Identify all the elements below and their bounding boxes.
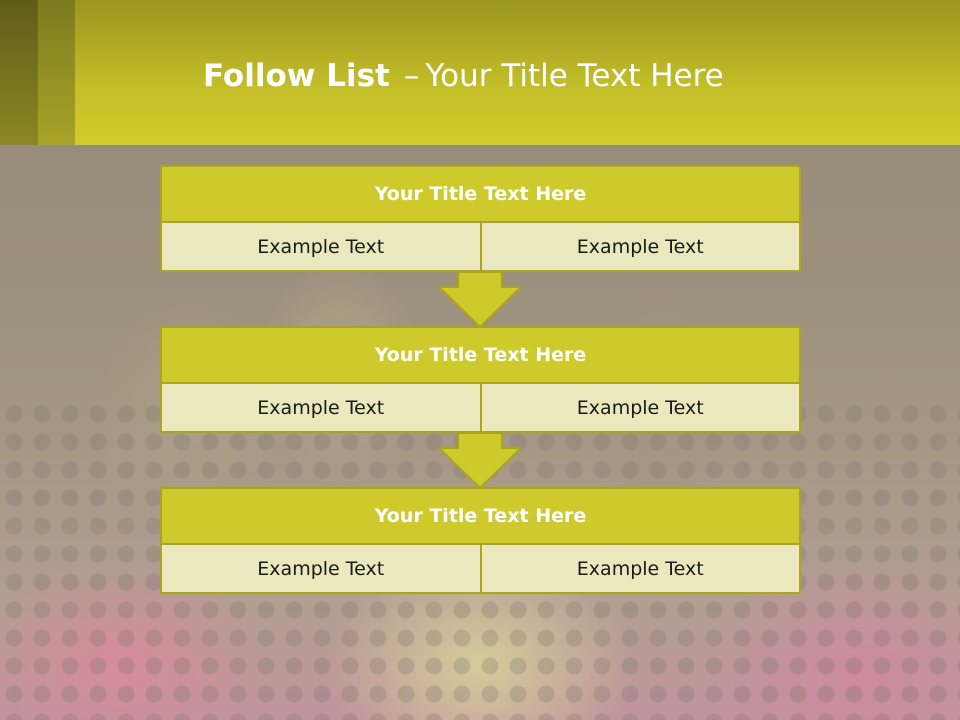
flow-step-title: Your Title Text Here (160, 326, 801, 384)
down-arrow-icon (438, 432, 522, 490)
flow-step-cell-left: Example Text (160, 384, 482, 433)
header-accent-strip (0, 0, 38, 145)
flow-step-cell-right: Example Text (481, 223, 801, 272)
slide-title-rest: Your Title Text Here (425, 58, 724, 94)
flow-step-title: Your Title Text Here (160, 487, 801, 545)
down-arrow-icon (438, 271, 522, 329)
flow-step-title: Your Title Text Here (160, 165, 801, 223)
flow-step-2: Your Title Text Here Example Text Exampl… (160, 326, 801, 433)
slide-title-bold: Follow List (203, 58, 390, 94)
flow-step-row: Example Text Example Text (160, 384, 801, 433)
flow-step-cell-left: Example Text (160, 545, 482, 594)
slide-title-dash: – (403, 58, 420, 94)
header-band: Follow List–Your Title Text Here (0, 0, 960, 145)
flow-step-cell-right: Example Text (481, 545, 801, 594)
flow-step-1: Your Title Text Here Example Text Exampl… (160, 165, 801, 272)
flow-step-3: Your Title Text Here Example Text Exampl… (160, 487, 801, 594)
flow-step-row: Example Text Example Text (160, 223, 801, 272)
slide-title: Follow List–Your Title Text Here (203, 56, 724, 96)
flow-step-row: Example Text Example Text (160, 545, 801, 594)
header-accent-strip (38, 0, 75, 145)
flow-step-cell-right: Example Text (481, 384, 801, 433)
flow-step-cell-left: Example Text (160, 223, 482, 272)
